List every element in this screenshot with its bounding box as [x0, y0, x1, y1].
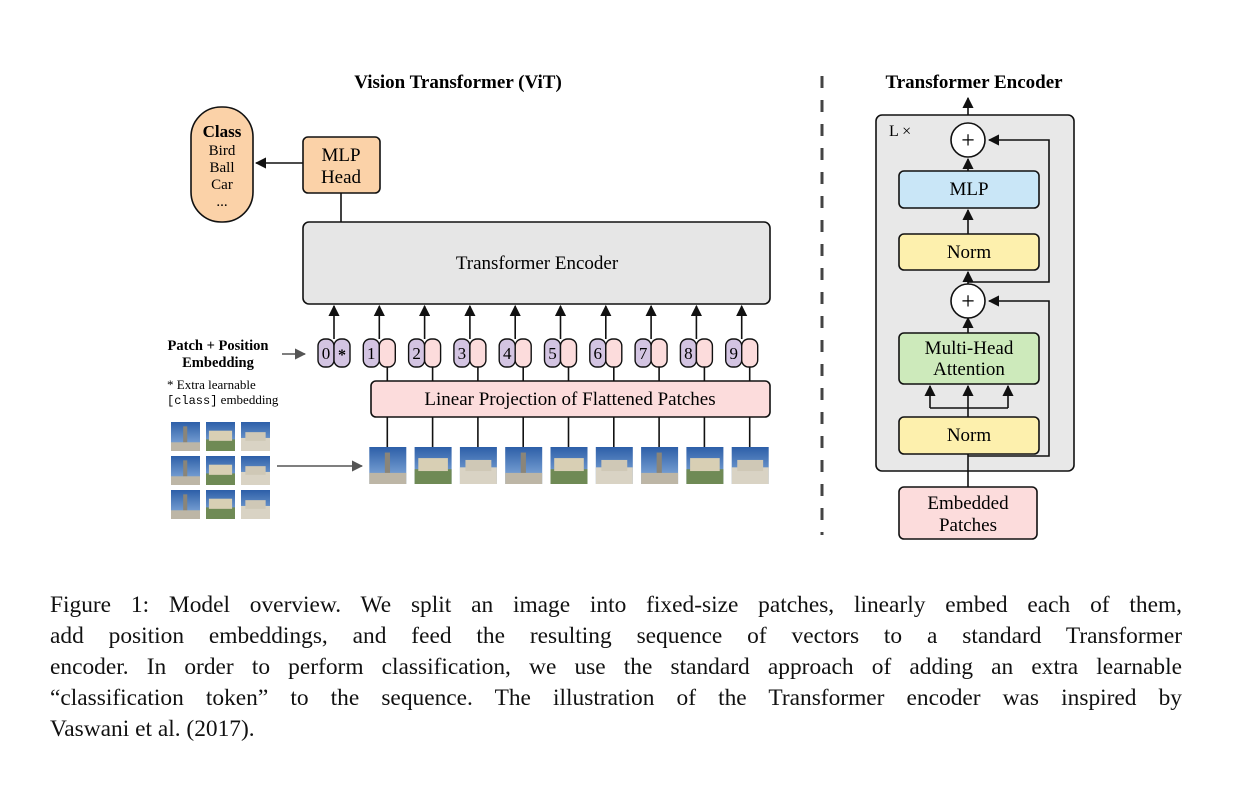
norm-upper-label: Norm: [947, 242, 992, 263]
residual-add-lower: +: [950, 283, 986, 319]
caption-line-3: encoder. In order to perform classificat…: [50, 654, 1182, 680]
grid-patch-2: [206, 422, 235, 451]
caption-line-1: Figure 1: Model overview. We split an im…: [50, 592, 1182, 618]
class-item-car: Car: [211, 177, 233, 193]
transformer-encoder-box: Transformer Encoder: [302, 221, 771, 305]
embedded-patches-line1: Embedded: [927, 493, 1009, 514]
caption-line-2: add position embeddings, and feed the re…: [50, 623, 1182, 649]
repeat-label: L ×: [889, 123, 911, 140]
linear-projection-label: Linear Projection of Flattened Patches: [424, 389, 715, 410]
embedded-patches-box: Embedded Patches: [898, 486, 1038, 540]
patch-thumbnail-5: [550, 447, 588, 484]
patch-embedding-4: [514, 338, 532, 368]
grid-patch-7: [171, 490, 200, 519]
residual-path-lower: [968, 295, 1050, 457]
embedded-patches-line2: Patches: [939, 515, 997, 536]
patch-embedding-5: [559, 338, 578, 368]
position-index-0: 0: [322, 344, 331, 363]
position-index-3: 3: [458, 344, 467, 363]
class-item-ball: Ball: [210, 160, 235, 176]
patch-thumbnail-8: [686, 447, 724, 484]
mlp-block-label: MLP: [949, 179, 988, 200]
encoder-detail-title: Transformer Encoder: [885, 72, 1063, 93]
class-output-box: Class Bird Ball Car ...: [190, 106, 254, 223]
vit-title: Vision Transformer (ViT): [354, 72, 562, 93]
vit-architecture-diagram: Vision Transformer (ViT) Class Bird Ball…: [167, 72, 1075, 540]
patch-position-label-line2: Embedding: [182, 355, 254, 371]
patch-embedding-9: [741, 338, 759, 368]
class-item-more: ...: [216, 194, 227, 210]
figure-caption: Figure 1: Model overview. We split an im…: [50, 590, 1182, 745]
patch-thumbnail-3: [459, 447, 497, 484]
extra-note-line2: [class] embedding: [167, 392, 279, 408]
position-index-7: 7: [639, 344, 648, 363]
patch-thumbnail-7: [641, 447, 679, 484]
norm-block-lower: Norm: [898, 416, 1040, 455]
grid-patch-6: [241, 456, 270, 485]
mha-label-line1: Multi-Head: [925, 338, 1014, 359]
norm-lower-label: Norm: [947, 425, 992, 446]
position-index-9: 9: [729, 344, 738, 363]
residual-path-upper: [968, 134, 1050, 283]
extra-note-suffix: embedding: [217, 392, 279, 407]
position-index-6: 6: [594, 344, 603, 363]
grid-patch-1: [171, 422, 200, 451]
patch-position-label-line1: Patch + Position: [168, 338, 269, 354]
patch-embedding-6: [605, 338, 623, 368]
patch-embedding-1: [378, 338, 396, 368]
residual-add-upper: +: [950, 122, 986, 158]
grid-patch-3: [241, 422, 270, 451]
flattened-patch-row: [369, 447, 769, 484]
patch-embedding-2: [423, 338, 442, 368]
patch-thumbnail-6: [595, 447, 633, 484]
grid-patch-5: [206, 456, 235, 485]
mlp-head-line1: MLP: [321, 145, 360, 166]
class-heading: Class: [203, 122, 242, 141]
transformer-encoder-label: Transformer Encoder: [456, 253, 619, 274]
input-image-grid: [171, 422, 270, 519]
position-index-1: 1: [367, 344, 376, 363]
mlp-block: MLP: [898, 170, 1040, 209]
patch-embedding-8: [695, 338, 714, 368]
patch-embedding-3: [469, 338, 487, 368]
patch-embedding-7: [650, 338, 668, 368]
position-index-5: 5: [548, 344, 557, 363]
position-index-4: 4: [503, 344, 512, 363]
extra-note-code: [class]: [167, 394, 217, 408]
mlp-head-line2: Head: [321, 167, 362, 188]
patch-thumbnail-2: [414, 447, 452, 484]
linear-projection-box: Linear Projection of Flattened Patches: [370, 380, 771, 418]
position-index-8: 8: [684, 344, 693, 363]
plus-upper-symbol: +: [961, 128, 975, 154]
position-index-2: 2: [412, 344, 421, 363]
mlp-head-box: MLP Head: [302, 136, 381, 194]
extra-note-line1: * Extra learnable: [167, 377, 256, 392]
token-sequence: 0 * 1 2 3 4 5 6 7 8 9: [317, 304, 759, 447]
patch-thumbnail-9: [731, 447, 769, 484]
grid-patch-9: [241, 490, 270, 519]
grid-patch-8: [206, 490, 235, 519]
grid-patch-4: [171, 456, 200, 485]
norm-block-upper: Norm: [898, 233, 1040, 271]
mha-label-line2: Attention: [933, 359, 1005, 380]
caption-line-5: Vaswani et al. (2017).: [50, 716, 255, 742]
class-item-bird: Bird: [209, 143, 236, 159]
patch-thumbnail-4: [505, 447, 543, 484]
class-token-marker: *: [338, 347, 346, 364]
patch-thumbnail-1: [369, 447, 407, 484]
class-token-embedding: [333, 338, 351, 368]
plus-lower-symbol: +: [961, 289, 975, 315]
multi-head-attention-block: Multi-Head Attention: [898, 332, 1040, 385]
caption-line-4: “classification token” to the sequence. …: [50, 685, 1182, 711]
